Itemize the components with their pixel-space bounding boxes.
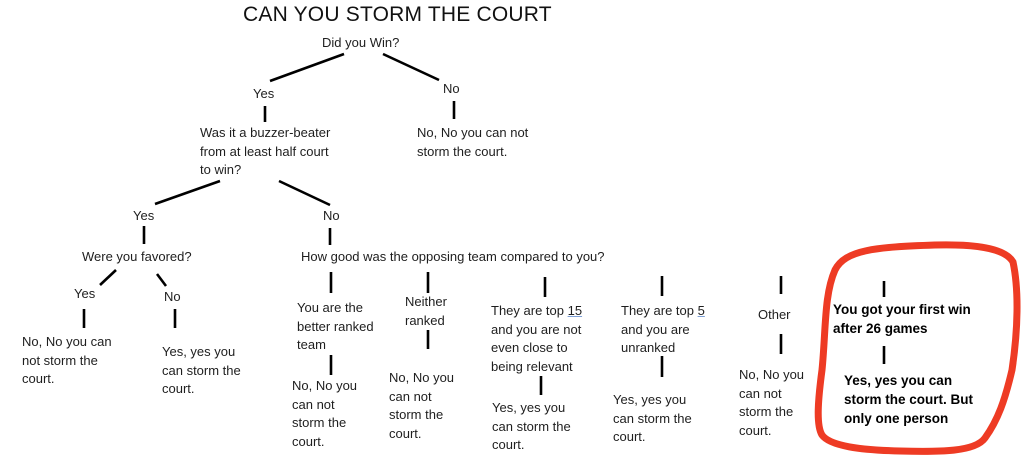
- result-top-15: Yes, yes you can storm the court.: [492, 400, 571, 452]
- question-opposing-team: How good was the opposing team compared …: [301, 249, 605, 264]
- question-buzzer-beater: Was it a buzzer-beater from at least hal…: [200, 125, 331, 177]
- favored-no-result: Yes, yes you can storm the court.: [162, 344, 241, 396]
- branch-first-win: You got your first win after 26 games: [833, 302, 971, 336]
- branch-better-ranked: You are the better ranked team: [297, 300, 374, 352]
- edge-buzzer-yes: [154, 179, 221, 206]
- favored-no-label: No: [164, 289, 181, 304]
- buzzer-yes-label: Yes: [133, 208, 155, 223]
- question-were-you-favored: Were you favored?: [82, 249, 192, 264]
- branch-top-15: They are top 15 and you are not even clo…: [491, 303, 583, 374]
- highlight-circle: [814, 241, 1021, 455]
- edge-favored-no: [155, 273, 168, 287]
- branch-neither-ranked: Neither ranked: [405, 294, 447, 328]
- edge-favored-yes: [99, 269, 117, 286]
- edge-root-no: [382, 52, 440, 82]
- question-did-you-win: Did you Win?: [322, 35, 400, 50]
- favored-yes-result: No, No you can not storm the court.: [22, 334, 112, 386]
- result-neither-ranked: No, No you can not storm the court.: [389, 370, 455, 441]
- edge-buzzer-no: [278, 179, 331, 207]
- root-no-result: No, No you can not storm the court.: [417, 125, 529, 159]
- result-better-ranked: No, No you can not storm the court.: [292, 378, 358, 449]
- buzzer-no-label: No: [323, 208, 340, 223]
- branch-other: Other: [758, 307, 791, 322]
- result-top-5: Yes, yes you can storm the court.: [613, 392, 692, 444]
- edge-root-yes: [269, 52, 345, 83]
- chart-title: CAN YOU STORM THE COURT: [243, 3, 552, 26]
- root-yes-label: Yes: [253, 86, 275, 101]
- favored-yes-label: Yes: [74, 286, 96, 301]
- result-other: No, No you can not storm the court.: [739, 367, 805, 438]
- branch-top-5: They are top 5 and you are unranked: [621, 303, 705, 355]
- root-no-label: No: [443, 81, 460, 96]
- result-first-win: Yes, yes you can storm the court. But on…: [844, 373, 974, 426]
